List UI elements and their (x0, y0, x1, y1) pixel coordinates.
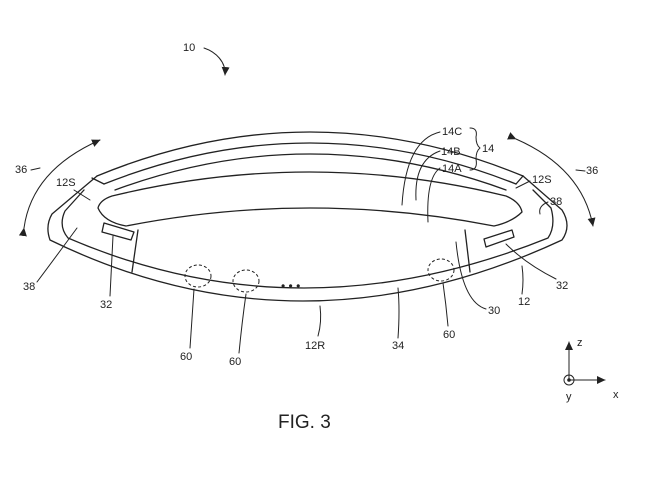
bend-leaders (30, 167, 586, 172)
leader-12s-right (515, 180, 531, 189)
interior-label: 34 (392, 340, 404, 352)
component-60-a (184, 264, 212, 288)
sidewall-right-label: 12S (532, 174, 552, 186)
display-panel-label: 30 (488, 305, 500, 317)
rear-housing-label: 12R (305, 340, 325, 352)
leader-30 (455, 241, 487, 310)
component-32-right (483, 229, 515, 248)
display-panel (97, 171, 523, 227)
edge-left-label: 38 (23, 281, 35, 293)
x-axis-label: x (613, 389, 619, 401)
leader-34 (397, 287, 400, 339)
leader-60-c (442, 282, 449, 327)
layer-14a-label: 14A (442, 163, 462, 175)
comp-60-a-label: 60 (180, 351, 192, 363)
edge-right-label: 38 (550, 196, 562, 208)
leader-14a (427, 167, 441, 223)
leader-14b (415, 150, 441, 201)
component-right-label: 32 (556, 280, 568, 292)
layer-14b-label: 14B (441, 146, 461, 158)
leader-38-right (539, 201, 549, 215)
display-brace (469, 127, 481, 171)
y-axis-circle (563, 374, 575, 386)
y-axis-dot (567, 378, 571, 382)
component-60-c (427, 258, 455, 282)
component-left-label: 32 (100, 299, 112, 311)
leader-14c (401, 131, 441, 206)
leader-32-left (109, 235, 114, 297)
device-label: 10 (183, 42, 195, 54)
internal-walls (131, 229, 471, 273)
device-pointer (203, 47, 230, 76)
comp-60-b-label: 60 (229, 356, 241, 368)
leader-12 (521, 265, 524, 295)
ellipsis: • • • (281, 279, 300, 293)
leader-60-a (189, 288, 195, 349)
layer-14c-outer (96, 131, 524, 177)
leader-38-left (36, 227, 78, 283)
comp-60-c-label: 60 (443, 329, 455, 341)
component-60-b (232, 269, 260, 293)
leader-32-right (505, 243, 557, 280)
housing-inner (61, 189, 554, 289)
layer-14a-outer (114, 153, 507, 191)
layer-ends (91, 175, 524, 185)
bend-left-label: 36 (15, 164, 27, 176)
leader-12s-left (73, 189, 91, 201)
component-32-left (101, 222, 135, 241)
sidewall-left-label: 12S (56, 177, 76, 189)
z-axis-label: z (577, 337, 583, 349)
leader-60-b (238, 293, 247, 354)
y-axis-label: y (566, 391, 572, 403)
leader-12r (317, 305, 322, 337)
bend-right-label: 36 (586, 165, 598, 177)
bend-arrow-left (18, 139, 101, 237)
layer-14c-inner (103, 142, 517, 185)
figure-caption: FIG. 3 (278, 412, 331, 433)
layer-14c-label: 14C (442, 126, 462, 138)
bend-arrow-right (507, 132, 596, 227)
display-group-label: 14 (482, 143, 494, 155)
housing-label: 12 (518, 296, 530, 308)
